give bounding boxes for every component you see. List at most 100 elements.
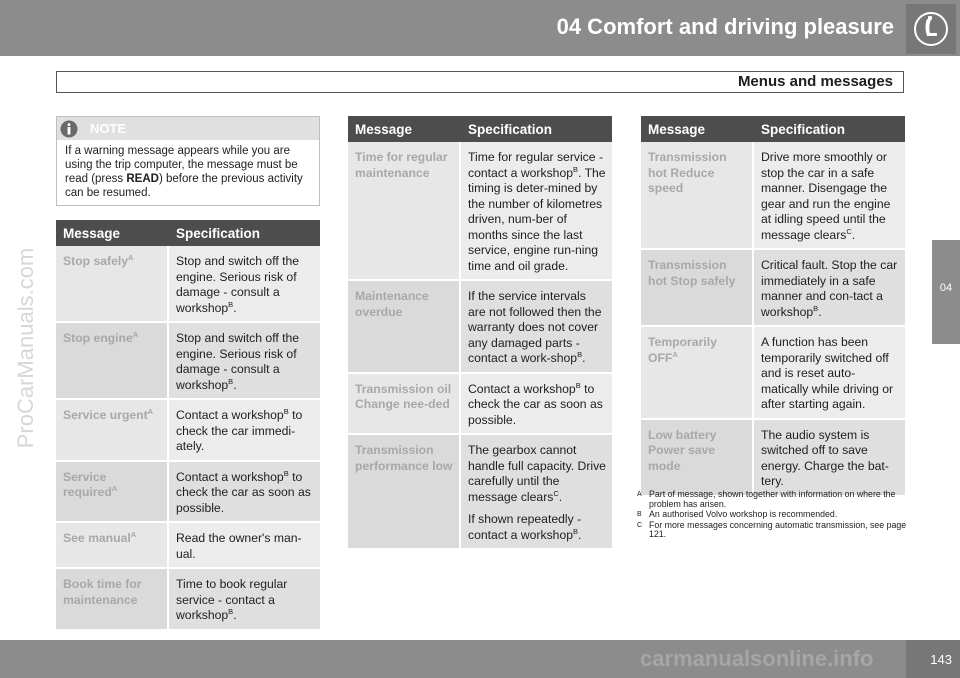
column-header-message: Message (348, 116, 461, 142)
table-row: Service urgentA Contact a workshopB to ch… (56, 400, 320, 462)
column-header-specification: Specification (461, 116, 612, 142)
table-row: Transmission hot Reduce speed Drive more … (641, 142, 905, 250)
specification-text: . (233, 377, 237, 392)
specification-text: If the service intervals are not followe… (468, 289, 602, 365)
specification-text: Drive more smoothly or stop the car in a… (761, 150, 891, 242)
bottom-watermark: carmanualsonline.info (640, 646, 874, 671)
message-cell: Service urgentA (56, 400, 169, 462)
footer-band (0, 640, 960, 678)
specification-text: Time to book regular service - contact a… (176, 577, 288, 622)
column-header-message: Message (641, 116, 754, 142)
message-text: Low battery Power save mode (648, 427, 717, 473)
message-cell: Stop engineA (56, 323, 169, 400)
footnote-ref: B (228, 607, 234, 616)
specification-text: . (851, 227, 856, 242)
footnote-ref: B (283, 407, 289, 416)
message-text: Transmission oil Change nee-ded (355, 381, 452, 412)
table-body: Time for regular maintenance Time for reg… (348, 142, 612, 550)
specification-text: Stop and switch off the engine. Serious … (176, 331, 300, 392)
table-row: Transmission performance low The gearbox … (348, 435, 612, 550)
specification-cell: The gearbox cannot handle full capacity.… (461, 435, 612, 550)
specification-cell: If the service intervals are not followe… (461, 281, 612, 374)
specification-text: Contact a workshop (468, 381, 576, 396)
footnote-ref: C (553, 488, 559, 498)
seat-icon (914, 12, 948, 46)
section-title: Menus and messages (737, 73, 893, 90)
specification-cell: Contact a workshopB to check the car as … (461, 373, 612, 435)
message-cell: Time for regular maintenance (348, 142, 461, 281)
message-cell: Maintenance overdue (348, 281, 461, 374)
footnote-ref: A (672, 349, 678, 359)
footnote-ref: C (846, 226, 852, 236)
specification-text: Read the owner's man-ual. (176, 531, 302, 561)
footnote-letter: B (637, 511, 642, 518)
footnote-ref: A (111, 484, 118, 493)
message-text: Service urgent (63, 408, 148, 422)
message-cell: Transmission hot Reduce speed (641, 142, 754, 250)
specification-text: to check the car as soon as possible. (176, 469, 311, 515)
page-number: 143 (930, 652, 952, 667)
read-button-label: READ (126, 173, 159, 185)
info-icon (60, 120, 78, 138)
message-table-3: Message Specification Transmission hot R… (641, 116, 905, 497)
footnote-ref: B (283, 468, 289, 478)
message-cell: See manualA (56, 523, 169, 569)
specification-cell: Drive more smoothly or stop the car in a… (754, 142, 905, 250)
specification-text: Stop and switch off the engine. Serious … (176, 254, 300, 315)
message-text: Time for regular maintenance (355, 150, 448, 180)
chapter-title: 04 Comfort and driving pleasure (556, 14, 894, 39)
footnote-ref: B (573, 164, 579, 174)
table-row: Book time for maintenance Time to book re… (56, 569, 320, 631)
specification-text: Contact a workshop (176, 408, 284, 422)
message-text: Service required (63, 469, 112, 500)
specification-text: Critical fault. Stop the car immediately… (761, 258, 898, 319)
specification-text: to check the car immedi-ately. (176, 408, 303, 453)
footnote-ref: A (147, 407, 154, 416)
specification-cell: Critical fault. Stop the car immediately… (754, 250, 905, 327)
specification-text: . (578, 527, 582, 542)
specification-text: to check the car as soon as possible. (468, 381, 603, 427)
message-cell: Temporarily OFFA (641, 327, 754, 420)
specification-text: Time for regular service - contact a wor… (468, 150, 603, 180)
message-text: Stop engine (63, 331, 133, 345)
specification-cell: Stop and switch off the engine. Serious … (169, 246, 320, 323)
message-cell: Stop safelyA (56, 246, 169, 323)
specification-text: . (233, 300, 237, 315)
footnote-text: Part of message, shown together with inf… (649, 489, 896, 509)
column-header-message: Message (56, 220, 169, 246)
specification-text: The gearbox cannot handle full capacity.… (468, 443, 606, 504)
specification-text: . (582, 351, 586, 365)
message-text: Book time for maintenance (63, 577, 142, 607)
specification-text: A function has been temporarily switched… (761, 335, 894, 411)
specification-text: . (558, 489, 563, 504)
message-text: Stop safely (63, 254, 129, 268)
message-text: Transmission hot Stop safely (648, 258, 736, 288)
page-number-box: 143 (906, 640, 960, 678)
note-header: NOTE (57, 117, 319, 140)
message-cell: Transmission performance low (348, 435, 461, 550)
table-row: Transmission oil Change nee-ded Contact a… (348, 373, 612, 435)
note-box: NOTE If a warning message appears while … (56, 116, 320, 206)
specification-cell: Stop and switch off the engine. Serious … (169, 323, 320, 400)
specification-cell: Read the owner's man-ual. (169, 523, 320, 569)
footnote-text: For more messages concerning automatic t… (649, 519, 907, 539)
table-row: Time for regular maintenance Time for reg… (348, 142, 612, 281)
specification-text: Contact a workshop (176, 469, 284, 484)
message-text: Transmission performance low (355, 443, 453, 473)
footnote-ref: A (128, 253, 134, 262)
specification-paragraph: If shown repeatedly - contact a workshop… (468, 512, 606, 543)
message-text: Transmission hot Reduce speed (648, 150, 727, 195)
specification-cell: Time for regular service - contact a wor… (461, 142, 612, 281)
message-cell: Service requiredA (56, 461, 169, 523)
header-band (0, 0, 960, 56)
